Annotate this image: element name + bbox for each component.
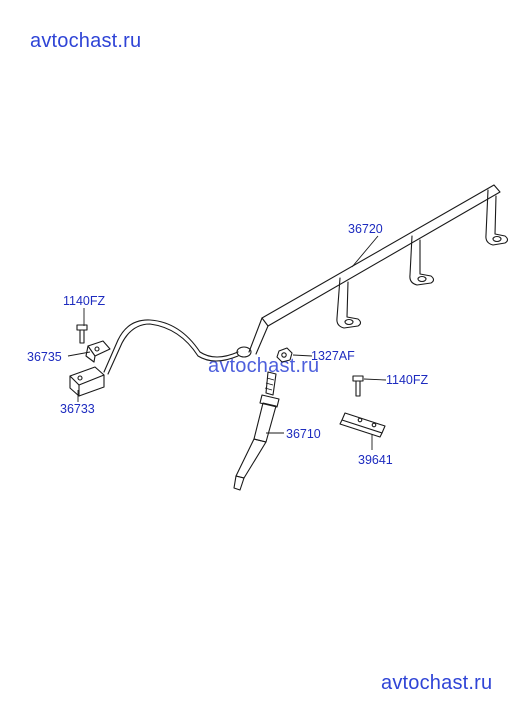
callout-nut: 1327AF [311,349,355,363]
plate-39641 [339,412,386,438]
callout-glow-plug: 36710 [286,427,321,441]
watermark-top: avtochast.ru [30,30,142,52]
bracket-36735 [85,340,111,363]
glow-plug-36710 [233,371,280,491]
callout-bolt-right: 1140FZ [386,373,429,387]
watermark-middle: avtochast.ru [208,355,320,377]
callout-plate: 39641 [358,453,393,467]
glow-plug-harness [103,184,509,375]
nut-1327af [276,347,293,363]
bolt-right [352,375,364,397]
bolt-left [76,324,88,344]
callout-connector: 36733 [60,402,95,416]
leader-lines [67,235,387,450]
connector-36733 [69,366,105,397]
callout-bolt-left: 1140FZ [63,294,106,308]
callout-harness: 36720 [348,222,383,236]
callout-bracket-left: 36735 [27,350,62,364]
watermark-bottom: avtochast.ru [381,672,493,694]
